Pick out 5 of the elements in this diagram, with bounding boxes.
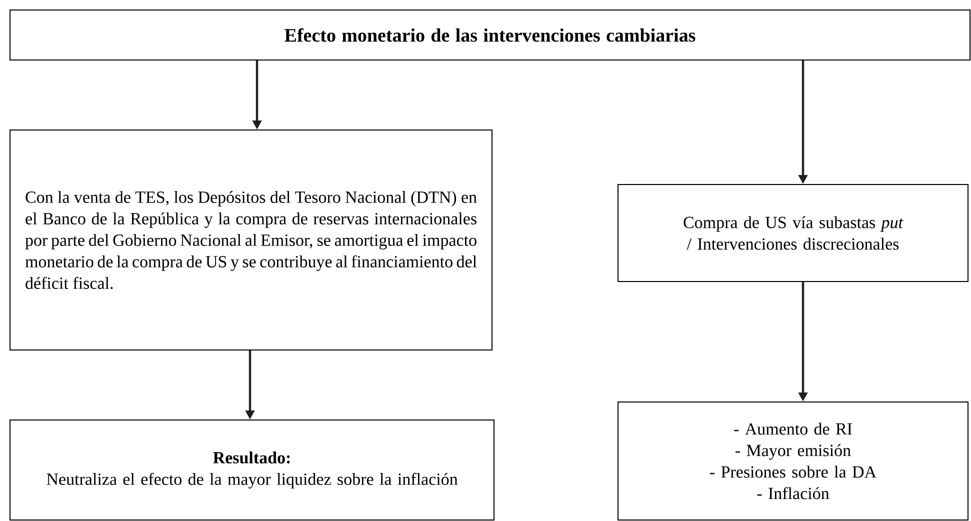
result-box: Resultado: Neutraliza el efecto de la mayor liquidez sobre la inflación — [10, 420, 494, 520]
process-box: Compra de US vía subastas put / Intervenciones discrecionales — [618, 184, 968, 282]
process-box: Con la venta de TES, los Depósitos del Tesoro Nacional (DTN) en el Banco de la República y la compra de reservas internacionales por parte del Gobierno Nacional al Emisor, se amortigua el impacto monetario de la compra de US y se contribuye al financiamiento del déficit fiscal. — [10, 130, 492, 350]
title-box: Efecto monetario de las intervenciones cambiarias — [10, 10, 970, 60]
process-box: - Aumento de RI - Mayor emisión - Presiones sobre la DA - Inflación — [618, 402, 968, 520]
